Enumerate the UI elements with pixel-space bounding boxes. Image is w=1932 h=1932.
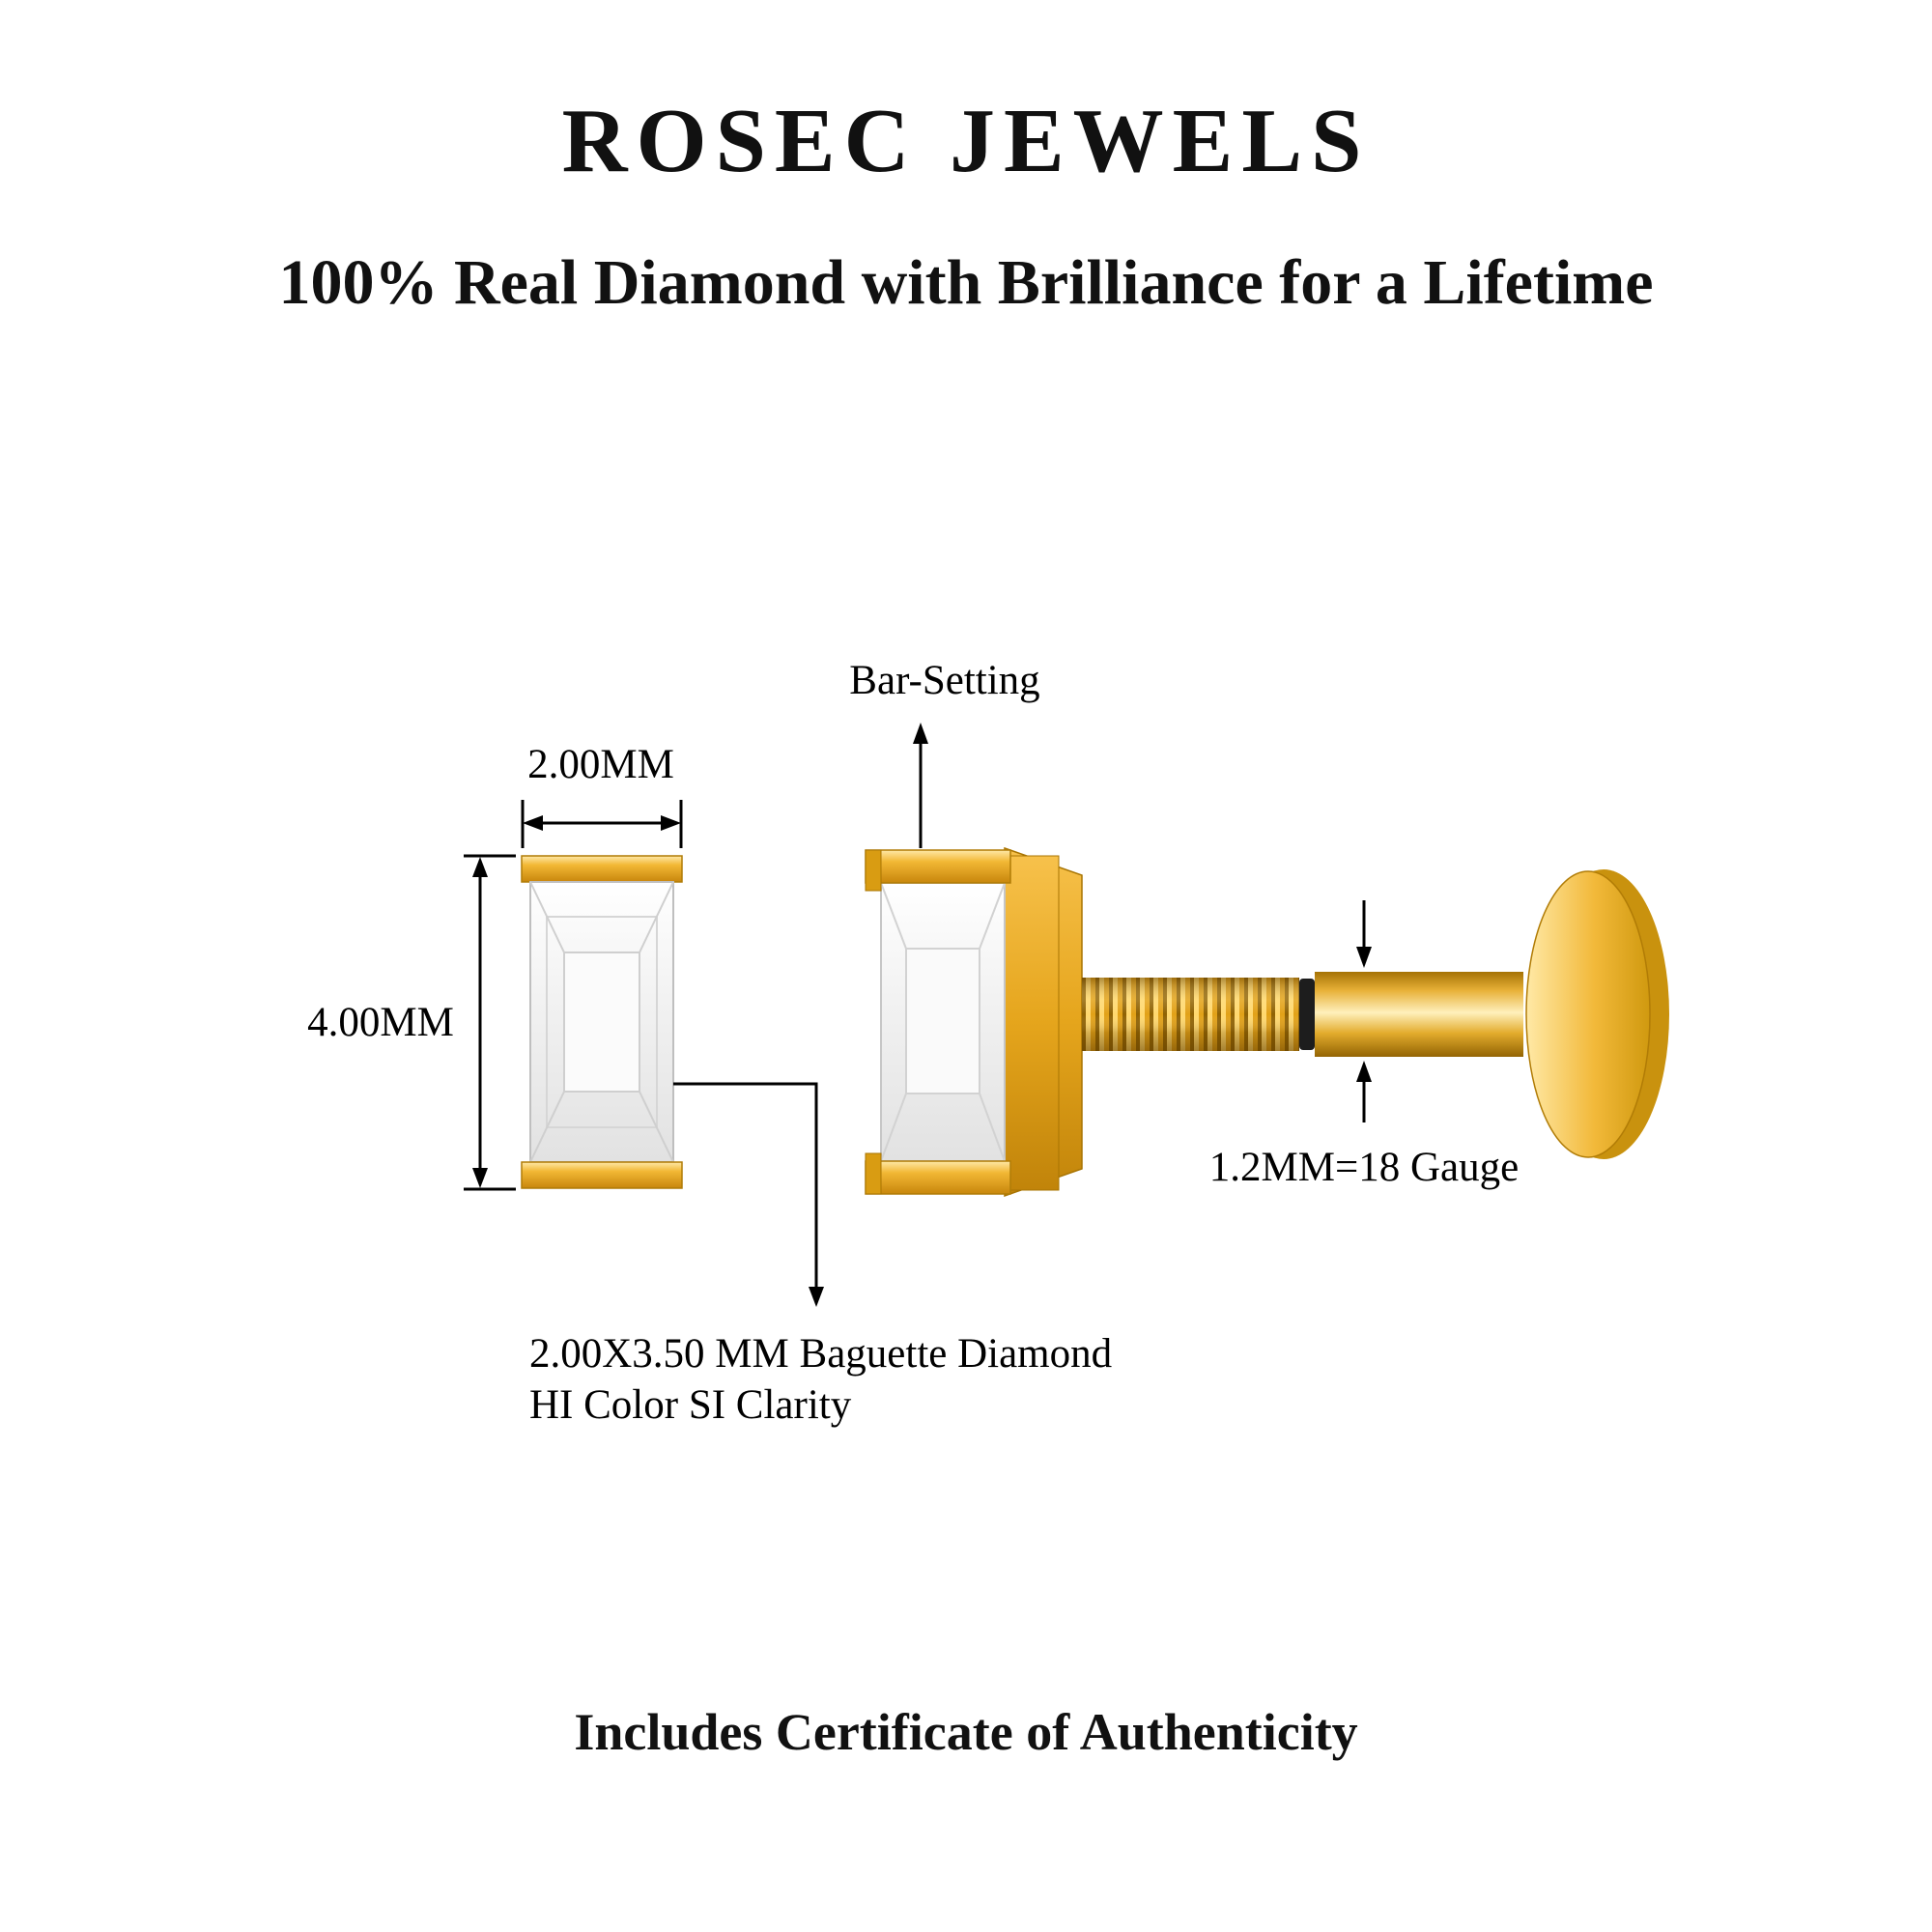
tagline: 100% Real Diamond with Brilliance for a … [278, 247, 1654, 318]
width-dimension-label: 2.00MM [527, 742, 674, 787]
front-view-bottom-bar [521, 1161, 683, 1189]
height-dimension-arrow [464, 854, 516, 1191]
gauge-arrow-down [1356, 900, 1372, 968]
side-view-bottom-lip [865, 1152, 882, 1195]
stone-spec-line1: 2.00X3.50 MM Baguette Diamond [529, 1331, 1112, 1377]
gauge-label: 1.2MM=18 Gauge [1209, 1145, 1519, 1190]
side-view-diamond [880, 882, 1006, 1162]
side-view-top-bar [865, 849, 1011, 884]
post-dark-ring [1299, 979, 1315, 1050]
disc-back [1525, 869, 1669, 1159]
brand-title: ROSEC JEWELS [561, 91, 1371, 191]
stone-callout-arrow [673, 1082, 824, 1307]
footer-note: Includes Certificate of Authenticity [574, 1703, 1358, 1761]
post-barbell [1315, 972, 1523, 1057]
side-view-bottom-bar [865, 1160, 1011, 1195]
bar-setting-label: Bar-Setting [849, 658, 1039, 703]
post-threads [1082, 978, 1299, 1051]
gauge-arrow-up [1356, 1061, 1372, 1122]
front-view-diamond [529, 881, 674, 1163]
side-view-block-face [1004, 855, 1060, 1191]
front-view-top-bar [521, 855, 683, 883]
front-view-diamond-table [563, 952, 640, 1093]
side-view-top-lip [865, 849, 882, 892]
height-dimension-label: 4.00MM [307, 1000, 454, 1045]
width-dimension-arrow [521, 800, 683, 848]
bar-setting-arrow [913, 723, 928, 848]
stone-spec-line2: HI Color SI Clarity [529, 1382, 852, 1428]
